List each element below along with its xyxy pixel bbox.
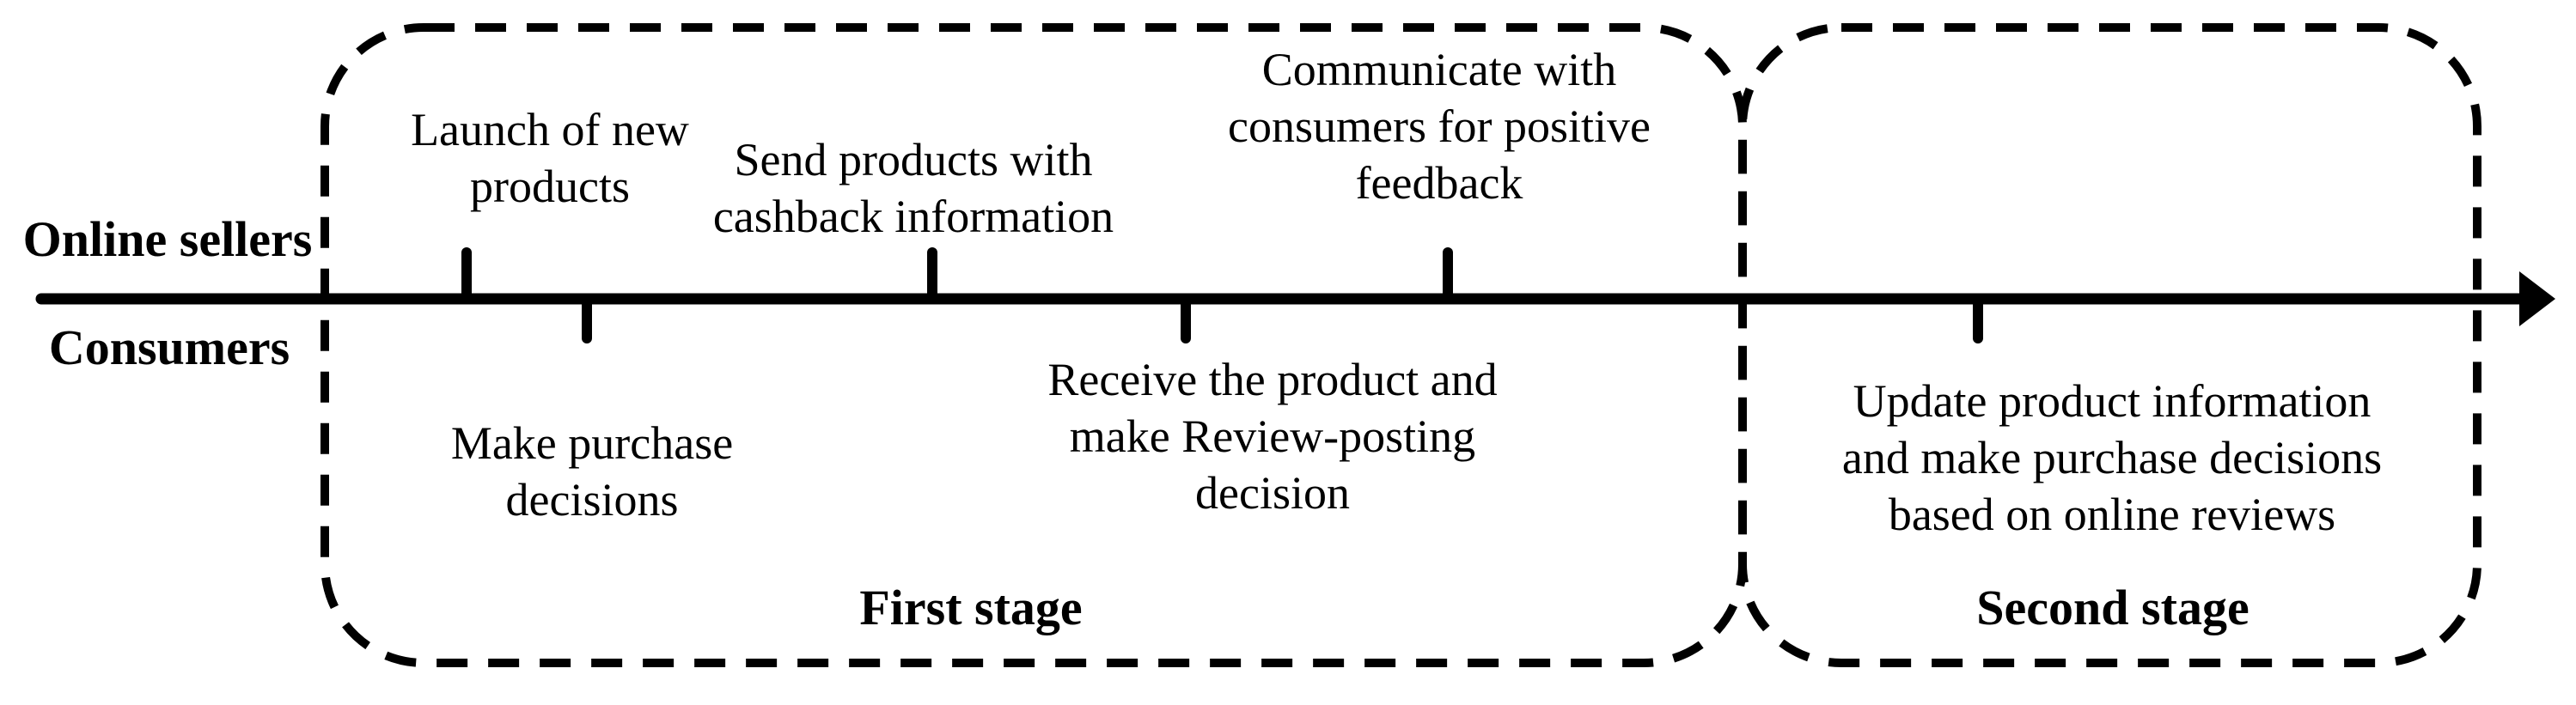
consumer-event-make-purchase-decisions: Make purchase decisions <box>451 415 733 528</box>
consumer-event-receive-product-review-decision: Receive the product and make Review-post… <box>1047 351 1497 521</box>
first-stage-box <box>320 23 1747 667</box>
event-line: decisions <box>505 474 679 526</box>
consumer-event-update-info-purchase-decisions: Update product information and make purc… <box>1842 373 2382 543</box>
event-line: decision <box>1195 467 1350 519</box>
event-line: consumers for positive <box>1228 100 1651 152</box>
event-line: products <box>470 161 630 212</box>
stage-label-second-stage: Second stage <box>1976 580 2249 635</box>
seller-event-send-products-cashback: Send products with cashback information <box>713 131 1114 245</box>
second-stage-box <box>1738 23 2481 667</box>
event-line: and make purchase decisions <box>1841 432 2383 483</box>
event-line: feedback <box>1355 157 1523 209</box>
event-line: Launch of new <box>411 104 689 155</box>
event-line: Make purchase <box>450 417 734 469</box>
event-line: based on online reviews <box>1888 489 2336 540</box>
event-line: Receive the product and <box>1047 354 1498 405</box>
seller-event-launch-new-products: Launch of new products <box>411 101 689 215</box>
event-line: make Review-posting <box>1069 410 1476 462</box>
event-line: cashback information <box>712 191 1114 242</box>
actor-label-online-sellers: Online sellers <box>22 211 313 267</box>
seller-event-communicate-positive-feedback: Communicate with consumers for positive … <box>1228 41 1651 211</box>
event-line: Communicate with <box>1261 44 1617 95</box>
stage-label-first-stage: First stage <box>859 580 1083 635</box>
event-line: Send products with <box>734 134 1093 185</box>
timeline-arrowhead-icon <box>2519 271 2555 326</box>
event-line: Update product information <box>1853 375 2372 427</box>
actor-label-consumers: Consumers <box>48 319 290 375</box>
